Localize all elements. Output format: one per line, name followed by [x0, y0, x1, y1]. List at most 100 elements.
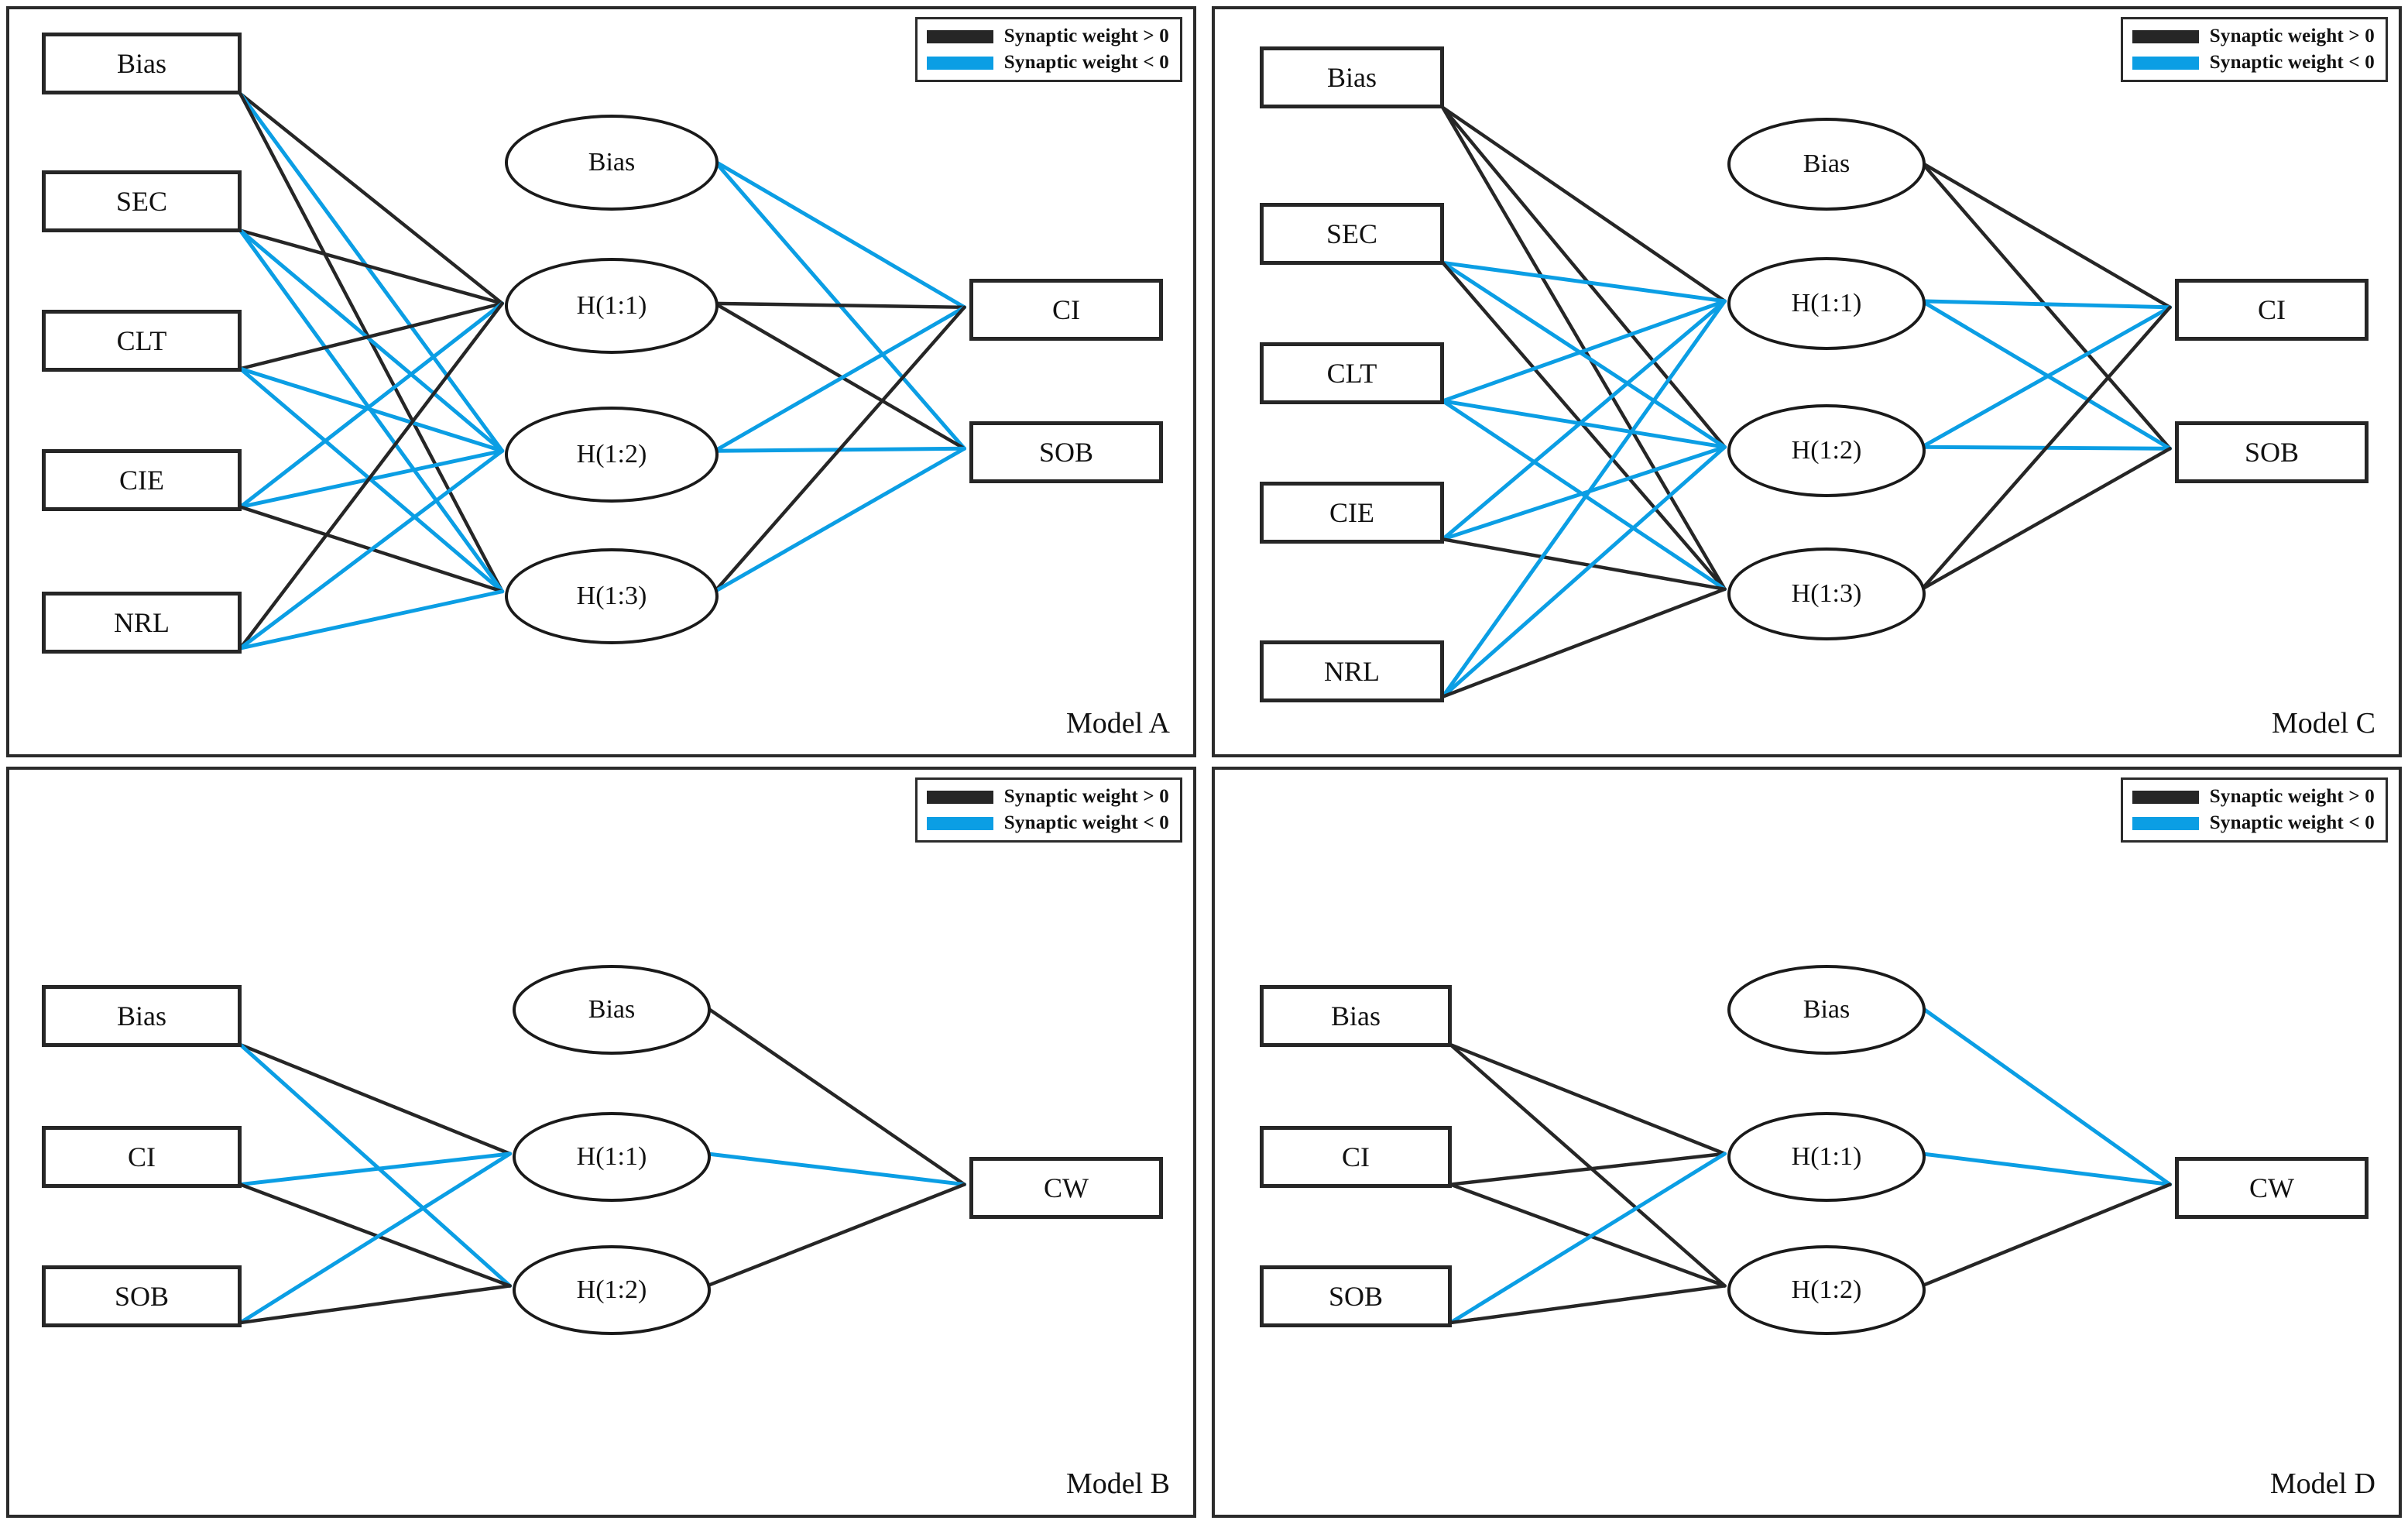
- edge-H(1:3)-to-CI: [712, 305, 966, 593]
- input-node-ci: CI: [42, 1126, 242, 1188]
- output-node-ci: CI: [2175, 279, 2369, 341]
- edge-CIE-to-H(1:1): [238, 301, 505, 510]
- legend-label-positive: Synaptic weight > 0: [2209, 26, 2375, 46]
- edge-CLT-to-H(1:2): [238, 366, 505, 453]
- hidden-node-H11: H(1:1): [1727, 1112, 1926, 1202]
- model-label-c: Model C: [2271, 707, 2375, 740]
- node-label: SOB: [1328, 1281, 1384, 1312]
- node-label: NRL: [1324, 656, 1380, 687]
- edge-CI-to-H(1:2): [238, 1182, 512, 1288]
- edge-NRL-to-H(1:1): [1440, 299, 1727, 699]
- edge-H(1:1)-to-CW: [1919, 1152, 2173, 1187]
- node-label: SEC: [115, 186, 168, 217]
- edge-SEC-to-H(1:1): [1440, 260, 1727, 304]
- legend-swatch-negative: [2132, 816, 2199, 830]
- node-label: SOB: [114, 1281, 170, 1312]
- edge-SEC-to-H(1:1): [238, 228, 504, 306]
- edge-H(1:1)-to-SOB: [712, 301, 966, 451]
- edge-Bias-to-H(1:2): [1449, 1042, 1727, 1288]
- input-node-clt: CLT: [42, 310, 242, 372]
- edge-Bias-to-CW: [1919, 1005, 2173, 1187]
- edge-Bias-to-H(1:1): [1449, 1042, 1727, 1156]
- node-label: CIE: [119, 465, 164, 496]
- input-node-clt: CLT: [1260, 342, 1444, 404]
- node-label: H(1:1): [1791, 1142, 1862, 1171]
- edge-Bias-to-H(1:1): [1441, 105, 1727, 304]
- legend-label-negative: Synaptic weight < 0: [2209, 52, 2375, 73]
- legend-label-negative: Synaptic weight < 0: [2209, 812, 2375, 833]
- node-label: H(1:2): [1791, 436, 1862, 465]
- edge-CIE-to-H(1:1): [1440, 299, 1727, 541]
- edge-CIE-to-H(1:2): [238, 448, 505, 510]
- edges-model-d: [1448, 1005, 2173, 1325]
- input-node-sob: SOB: [42, 1265, 242, 1327]
- input-node-nrl: NRL: [42, 592, 242, 654]
- edge-CIE-to-H(1:2): [1440, 444, 1727, 541]
- legend-row-positive: Synaptic weight > 0: [2132, 26, 2375, 47]
- legend-row-positive: Synaptic weight > 0: [926, 26, 1169, 47]
- edge-Bias-to-H(1:1): [238, 91, 504, 306]
- model-label-b: Model B: [1065, 1467, 1170, 1500]
- edge-SOB-to-H(1:1): [238, 1152, 513, 1325]
- legend-model-d: Synaptic weight > 0 Synaptic weight < 0: [2120, 777, 2388, 843]
- node-label: CLT: [116, 325, 167, 356]
- edge-CLT-to-H(1:1): [1440, 299, 1727, 403]
- edge-SEC-to-H(1:2): [238, 228, 505, 453]
- legend-row-negative: Synaptic weight < 0: [2132, 52, 2375, 74]
- legend-swatch-negative: [926, 816, 993, 830]
- edge-Bias-to-H(1:2): [238, 1042, 513, 1288]
- legend-label-positive: Synaptic weight > 0: [1003, 786, 1169, 807]
- node-label: Bias: [116, 1001, 166, 1031]
- edge-NRL-to-H(1:3): [238, 589, 505, 650]
- edge-SOB-to-H(1:2): [1449, 1284, 1727, 1325]
- edge-H(1:1)-to-CI: [712, 301, 966, 310]
- hidden-node-H13: H(1:3): [1727, 547, 1926, 640]
- legend-row-negative: Synaptic weight < 0: [926, 52, 1169, 74]
- edge-Bias-to-H(1:2): [238, 91, 505, 453]
- legend-label-positive: Synaptic weight > 0: [2209, 786, 2375, 807]
- node-label: Bias: [116, 48, 166, 79]
- node-label: Bias: [1326, 62, 1377, 93]
- edges-model-b: [238, 1006, 967, 1325]
- edge-H(1:1)-to-SOB: [1919, 299, 2173, 451]
- model-label-d: Model D: [2269, 1467, 2375, 1500]
- edge-CI-to-H(1:2): [1449, 1182, 1727, 1288]
- node-label: H(1:1): [576, 1142, 647, 1171]
- node-label: H(1:2): [1791, 1275, 1862, 1304]
- node-label: H(1:3): [1791, 579, 1862, 608]
- edge-NRL-to-H(1:1): [238, 301, 504, 650]
- hidden-node-H12: H(1:2): [513, 1245, 711, 1335]
- hidden-node-H13: H(1:3): [505, 548, 719, 644]
- input-node-bias: Bias: [42, 33, 242, 94]
- legend-label-positive: Synaptic weight > 0: [1003, 26, 1169, 46]
- edge-CLT-to-H(1:2): [1440, 399, 1727, 449]
- node-label: SEC: [1326, 218, 1378, 249]
- legend-row-positive: Synaptic weight > 0: [926, 786, 1169, 808]
- legend-swatch-positive: [926, 790, 993, 804]
- node-label: H(1:2): [576, 1275, 647, 1304]
- node-label: Bias: [1803, 149, 1851, 178]
- hidden-node-H11: H(1:1): [505, 258, 719, 354]
- edge-Bias-to-H(1:1): [238, 1042, 512, 1156]
- hidden-node-H12: H(1:2): [505, 407, 719, 503]
- node-label: Bias: [588, 995, 636, 1024]
- edge-NRL-to-H(1:2): [238, 448, 505, 650]
- output-node-sob: SOB: [969, 421, 1163, 483]
- node-label: CI: [1342, 1141, 1370, 1172]
- edge-H(1:2)-to-CW: [1919, 1182, 2172, 1288]
- input-node-ci: CI: [1260, 1126, 1452, 1188]
- edge-Bias-to-CW: [705, 1006, 966, 1186]
- hidden-node-H12: H(1:2): [1727, 404, 1926, 497]
- node-label: H(1:1): [576, 291, 647, 320]
- node-label: CLT: [1326, 358, 1377, 389]
- node-label: SOB: [2244, 437, 2300, 468]
- input-node-bias: Bias: [42, 985, 242, 1047]
- output-node-sob: SOB: [2175, 421, 2369, 483]
- hidden-bias-node: Bias: [505, 115, 719, 211]
- edge-CIE-to-H(1:3): [1441, 537, 1727, 592]
- edge-Bias-to-CI: [1919, 161, 2172, 310]
- legend-row-positive: Synaptic weight > 0: [2132, 786, 2375, 808]
